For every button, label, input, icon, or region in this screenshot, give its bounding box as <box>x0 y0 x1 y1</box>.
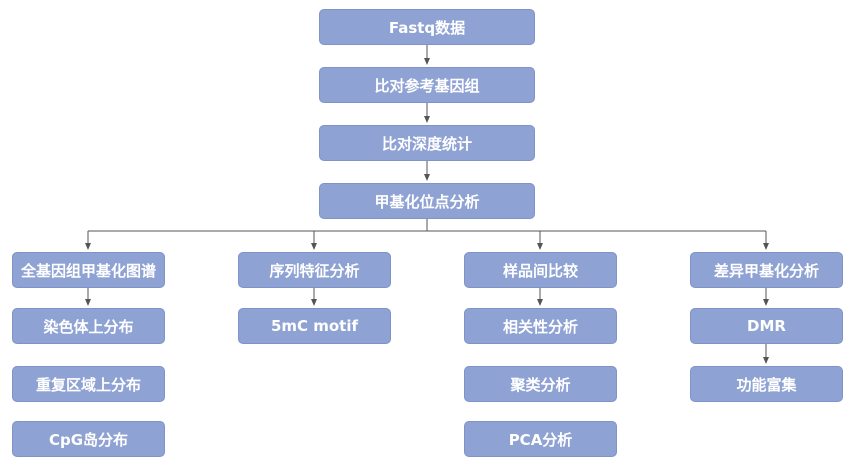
node-sample-comparison: 样品间比较 <box>464 252 617 288</box>
node-5mc-motif: 5mC motif <box>238 308 391 344</box>
node-methylation-site-analysis: 甲基化位点分析 <box>319 183 535 219</box>
node-align-reference-genome: 比对参考基因组 <box>319 67 535 103</box>
node-genome-methylation-profile: 全基因组甲基化图谱 <box>12 252 165 288</box>
node-cpg-island-distribution: CpG岛分布 <box>12 421 165 457</box>
node-correlation-analysis: 相关性分析 <box>464 308 617 344</box>
node-cluster-analysis: 聚类分析 <box>464 366 617 402</box>
node-differential-methylation-analysis: 差异甲基化分析 <box>690 252 843 288</box>
node-fastq-data: Fastq数据 <box>319 9 535 45</box>
node-repeat-region-distribution: 重复区域上分布 <box>12 366 165 402</box>
node-chromosome-distribution: 染色体上分布 <box>12 308 165 344</box>
node-alignment-depth-stats: 比对深度统计 <box>319 125 535 161</box>
node-functional-enrichment: 功能富集 <box>690 366 843 402</box>
node-pca-analysis: PCA分析 <box>464 421 617 457</box>
node-sequence-feature-analysis: 序列特征分析 <box>238 252 391 288</box>
node-dmr: DMR <box>690 308 843 344</box>
